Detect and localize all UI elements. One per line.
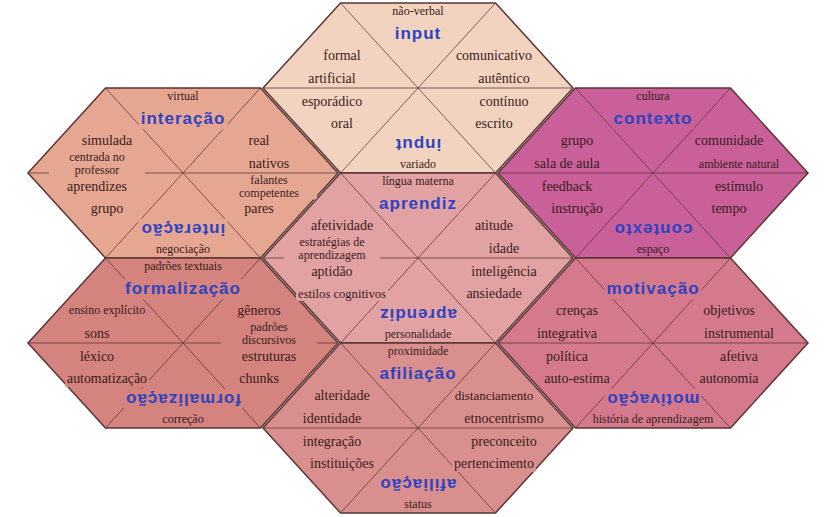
hexagon-term: pares (242, 201, 276, 217)
hexagon-title: interação (139, 219, 228, 239)
hexagon-term: oral (329, 116, 355, 132)
hexagon-term: formal (321, 48, 362, 64)
hexagon-title: input (393, 24, 444, 44)
triangle-divider (418, 88, 573, 89)
hexagon-title: motivação (604, 389, 701, 409)
hexagon-title: contexto (612, 109, 695, 129)
hexagon-term: personalidade (383, 328, 454, 342)
hexagon-term: instituições (308, 456, 376, 472)
hexagon-title: motivação (604, 279, 701, 299)
hexagon-term: alteridade (312, 388, 371, 404)
hexagon-term: aprendizes (65, 179, 129, 195)
hexagon-term: padrões discursivos (221, 321, 317, 346)
hexagon-term: estímulo (713, 179, 765, 195)
triangle-divider (28, 343, 183, 344)
hexagon-term: contínuo (478, 94, 531, 110)
hexagon-title: aprendiz (377, 194, 459, 214)
hexagon-term: correção (160, 413, 205, 427)
hexagon-term: crenças (554, 303, 600, 319)
hexagon-term: feedback (540, 179, 595, 195)
triangle-divider (653, 173, 808, 174)
hexagon-term: negociação (154, 243, 212, 257)
hexagon-term: real (247, 133, 272, 149)
hexagon-term: afetividade (309, 218, 375, 234)
hexagon-term: comunidade (693, 133, 765, 149)
hexagon-title: formalização (123, 389, 243, 409)
hexagon-term: sons (83, 326, 112, 342)
hexagon-term: ensino explícito (67, 304, 147, 318)
hexagon-term: grupo (89, 201, 126, 217)
hexagon-term: falantes competentes (221, 174, 317, 199)
hexagon-term: ansiedade (464, 286, 523, 302)
hexagon-term: grupo (559, 133, 596, 149)
triangle-divider (498, 173, 653, 174)
hexagon-term: língua materna (380, 175, 456, 189)
hexagon-term: integrativa (535, 326, 599, 342)
hexagon-term: política (544, 349, 590, 365)
hexagon-term: esporádico (300, 94, 365, 110)
hexagon-term: proximidade (386, 345, 451, 359)
hexagon-term: idade (487, 241, 521, 257)
hexagon-title: aprendiz (377, 304, 459, 324)
hexagon-title: input (393, 134, 444, 154)
hexagon-term: cultura (634, 90, 671, 104)
hexagon-term: preconceito (469, 434, 538, 450)
hexagon-term: distanciamento (453, 389, 536, 404)
hexagon-term: simulada (80, 133, 135, 149)
hexagon-term: estratégias de aprendizagem (284, 236, 380, 261)
hexagon-shape (263, 343, 573, 513)
hexagon-term: status (402, 498, 433, 512)
hexagon-title: afiliação (377, 364, 458, 384)
hexagon-term: instrumental (702, 326, 776, 342)
triangle-divider (263, 88, 418, 89)
triangle-divider (263, 428, 418, 429)
hexagon-term: artificial (306, 71, 357, 87)
hexagon-term: objetivos (701, 303, 756, 319)
triangle-divider (498, 343, 653, 344)
hexagon-term: automatização (65, 371, 149, 387)
hexagon-term: identidade (301, 411, 363, 427)
hexagon-term: variado (398, 158, 438, 172)
triangle-divider (653, 343, 808, 344)
hexagon-term: autonomia (697, 371, 760, 387)
hexagon-term: não-verbal (390, 5, 445, 19)
hexagon-term: nativos (247, 156, 291, 172)
hexagon-term: inteligência (469, 264, 538, 280)
hexagon-title: interação (139, 109, 228, 129)
hexagon-term: escrito (473, 116, 514, 132)
hexagon-term: aptidão (309, 264, 354, 280)
hexagon-term: estruturas (240, 349, 298, 365)
hexagon-term: integração (301, 434, 363, 450)
hexagon-term: atitude (473, 218, 515, 234)
hexagon-term: afetiva (718, 349, 760, 365)
hexagon-term: padrões textuais (142, 260, 224, 274)
hexagon-term: virtual (165, 90, 200, 104)
triangle-divider (418, 258, 573, 259)
hexagon-term: centrada no professor (49, 151, 145, 176)
hexagon-term: instrução (549, 201, 604, 217)
hexagon-term: chunks (237, 371, 281, 387)
hexagon-term: auto-estima (542, 371, 611, 387)
hexagon-term: tempo (710, 201, 749, 217)
triangle-divider (183, 173, 338, 174)
hexagon-term: etnocentrismo (462, 411, 545, 427)
hexagon-title: contexto (612, 219, 695, 239)
hexagon-term: espaço (635, 243, 672, 257)
hexagon-term: autêntico (476, 71, 531, 87)
hexagon-term: gêneros (235, 303, 283, 319)
hexagon-term: sala de aula (532, 156, 601, 172)
triangle-divider (418, 428, 573, 429)
hexagon-term: léxico (78, 349, 116, 365)
hexagon-term: comunicativo (454, 48, 534, 64)
hexagon-term: estilos cognitivos (296, 287, 388, 301)
hexagon-node: proximidade afiliação alteridade distanciam… (263, 343, 573, 513)
hexagon-term: ambiente natural (697, 158, 781, 171)
hexagon-title: formalização (123, 279, 243, 299)
hexagon-term: pertencimento (452, 456, 536, 472)
hexagon-term: história de aprendizagem (591, 413, 716, 427)
hexagon-title: afiliação (377, 474, 458, 494)
